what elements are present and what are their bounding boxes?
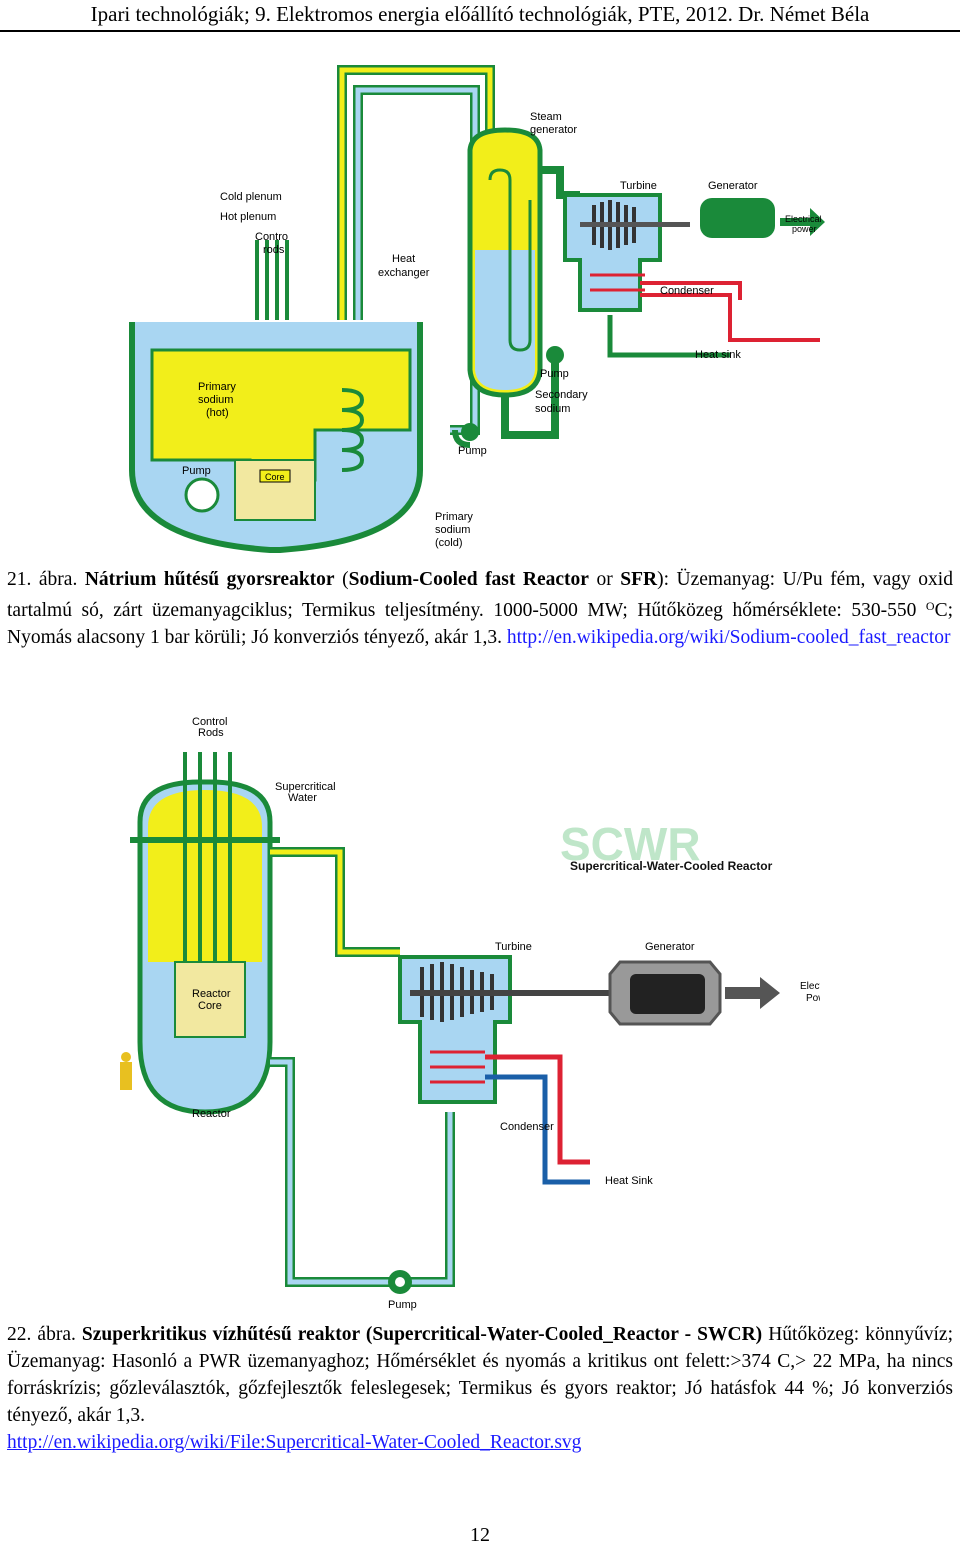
caption2-link[interactable]: http://en.wikipedia.org/wiki/File:Superc… <box>7 1432 582 1453</box>
label-steam-generator-1: Steam <box>530 111 562 123</box>
label-supercritical-1: Supercritical <box>275 781 336 793</box>
scwr-logo-subtitle: Supercritical-Water-Cooled Reactor <box>570 859 773 873</box>
caption1-degree-sup: O <box>925 599 935 613</box>
caption1-title: Nátrium hűtésű gyorsreaktor <box>84 569 335 590</box>
label-heat-sink: Heat sink <box>695 349 741 361</box>
page-number: 12 <box>470 1524 490 1546</box>
scwr-diagram: SCWR Supercritical-Water-Cooled Reactor … <box>100 712 820 1312</box>
label-pump-primary: Pump <box>182 465 211 477</box>
caption1-text-2: C; Nyomás alacsony 1 bar körüli; Jó konv… <box>7 600 953 648</box>
label-primary-cold-1: Primary <box>435 511 473 523</box>
label-supercritical-2: Water <box>288 792 317 804</box>
caption1-or: or <box>588 569 621 590</box>
caption1-prefix: 21. ábra. <box>7 569 85 590</box>
figure-22-caption: 22. ábra. Szuperkritikus vízhűtésű reakt… <box>7 1321 953 1456</box>
label-turbine: Turbine <box>495 941 532 953</box>
caption1-text-1: ): Üzemanyag: U/Pu fém, vagy oxid tartal… <box>7 569 953 621</box>
label-control-rods-2: rods <box>263 244 285 256</box>
caption2-prefix: 22. ábra. <box>7 1324 82 1345</box>
label-pump-secondary: Pump <box>540 368 569 380</box>
label-reactor-core-1: Reactor <box>192 988 231 1000</box>
label-condenser: Condenser <box>500 1121 554 1133</box>
caption1-abbr: SFR <box>620 569 658 590</box>
label-heat-sink: Heat Sink <box>605 1175 653 1187</box>
label-secondary-sodium-2: sodium <box>535 403 570 415</box>
label-electrical-2: Power <box>806 993 820 1004</box>
label-primary-cold-3: (cold) <box>435 537 463 549</box>
label-pump-mid: Pump <box>458 445 487 457</box>
label-hot-plenum: Hot plenum <box>220 211 276 223</box>
label-reactor: Reactor <box>192 1108 231 1120</box>
label-electrical-power-2: power <box>792 224 817 234</box>
caption2-title: Szuperkritikus vízhűtésű reaktor <box>81 1324 360 1345</box>
label-generator: Generator <box>708 180 758 192</box>
label-secondary-sodium-1: Secondary <box>535 389 588 401</box>
label-turbine: Turbine <box>620 180 657 192</box>
label-heat-exchanger-2: exchanger <box>378 267 430 279</box>
label-control-rods-1: Control <box>192 716 227 728</box>
label-electrical-1: Electrical <box>800 981 820 992</box>
label-control-rods-2: Rods <box>198 727 224 739</box>
label-heat-exchanger-1: Heat <box>392 253 415 265</box>
label-condenser: Condenser <box>660 285 714 297</box>
label-steam-generator-2: generator <box>530 124 577 136</box>
caption2-text: Hűtőközeg: könnyűvíz; Üzemanyag: Hasonló… <box>7 1324 953 1426</box>
label-electrical-power-1: Electrical <box>785 214 822 224</box>
label-cold-plenum: Cold plenum <box>220 191 282 203</box>
label-reactor-core-2: Core <box>198 1000 222 1012</box>
figure-21-caption: 21. ábra. Nátrium hűtésű gyorsreaktor (S… <box>7 566 953 651</box>
scwr-logo: SCWR <box>560 818 701 870</box>
page-header: Ipari technológiák; 9. Elektromos energi… <box>90 2 870 26</box>
caption1-paren: ( <box>334 569 349 590</box>
header-divider <box>0 30 960 32</box>
label-primary-hot-1: Primary <box>198 381 236 393</box>
label-pump: Pump <box>388 1299 417 1311</box>
caption1-link[interactable]: http://en.wikipedia.org/wiki/Sodium-cool… <box>506 627 951 648</box>
caption1-en-title: Sodium-Cooled fast Reactor <box>348 569 589 590</box>
label-generator: Generator <box>645 941 695 953</box>
sfr-diagram: Cold plenum Hot plenum Contro rods Heat … <box>120 50 840 555</box>
label-primary-cold-2: sodium <box>435 524 470 536</box>
caption2-en-title: (Supercritical-Water-Cooled_Reactor - SW… <box>359 1324 763 1345</box>
label-core: Core <box>265 472 285 482</box>
label-primary-hot-3: (hot) <box>206 407 229 419</box>
label-primary-hot-2: sodium <box>198 394 233 406</box>
label-control-rods-1: Contro <box>255 231 288 243</box>
